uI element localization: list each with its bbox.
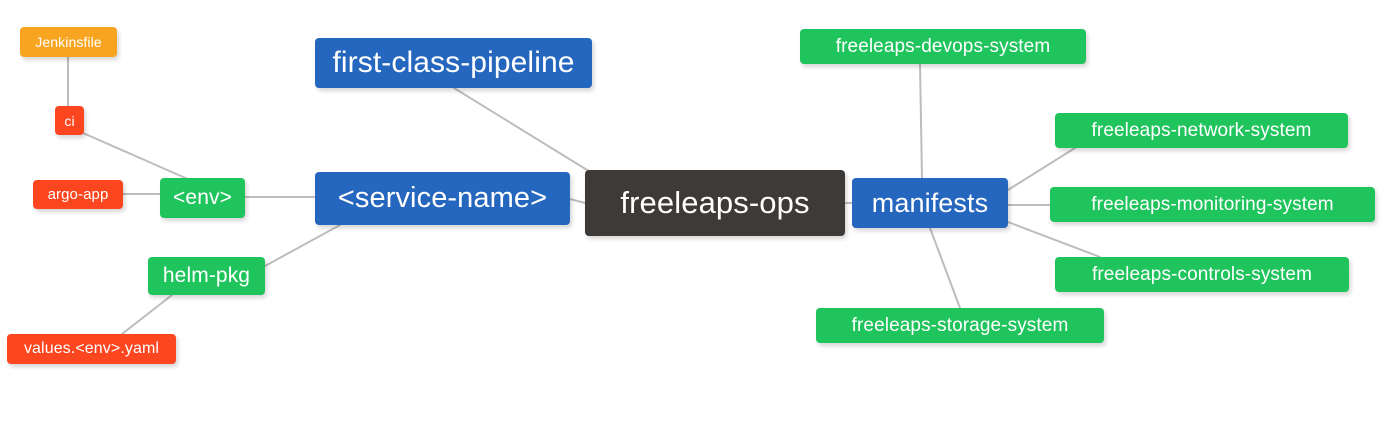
edge-manifests-to-freeleaps-storage-system xyxy=(929,227,961,309)
node-service-name[interactable]: <service-name> xyxy=(315,172,570,225)
node-freeleaps-controls-system[interactable]: freeleaps-controls-system xyxy=(1055,257,1349,292)
node-jenkinsfile[interactable]: Jenkinsfile xyxy=(20,27,117,57)
edge-helm-pkg-to-values-yaml xyxy=(121,294,173,335)
edge-manifests-to-freeleaps-controls-system xyxy=(1007,221,1101,258)
node-argo-app[interactable]: argo-app xyxy=(33,180,123,209)
edge-freeleaps-ops-to-first-class-pipeline xyxy=(453,87,593,174)
edge-freeleaps-ops-to-service-name xyxy=(569,198,586,204)
node-freeleaps-network-system[interactable]: freeleaps-network-system xyxy=(1055,113,1348,148)
node-freeleaps-ops[interactable]: freeleaps-ops xyxy=(585,170,845,236)
node-freeleaps-monitoring-system[interactable]: freeleaps-monitoring-system xyxy=(1050,187,1375,222)
node-ci[interactable]: ci xyxy=(55,106,84,135)
node-values-yaml[interactable]: values.<env>.yaml xyxy=(7,334,176,364)
node-helm-pkg[interactable]: helm-pkg xyxy=(148,257,265,295)
edge-manifests-to-freeleaps-devops-system xyxy=(919,63,923,179)
node-first-class-pipeline[interactable]: first-class-pipeline xyxy=(315,38,592,88)
node-env[interactable]: <env> xyxy=(160,178,245,218)
edge-service-name-to-helm-pkg xyxy=(264,224,341,267)
node-freeleaps-devops-system[interactable]: freeleaps-devops-system xyxy=(800,29,1086,64)
edge-manifests-to-freeleaps-network-system xyxy=(1007,147,1076,191)
node-manifests[interactable]: manifests xyxy=(852,178,1008,228)
node-freeleaps-storage-system[interactable]: freeleaps-storage-system xyxy=(816,308,1104,343)
edge-env-to-ci xyxy=(82,132,191,181)
